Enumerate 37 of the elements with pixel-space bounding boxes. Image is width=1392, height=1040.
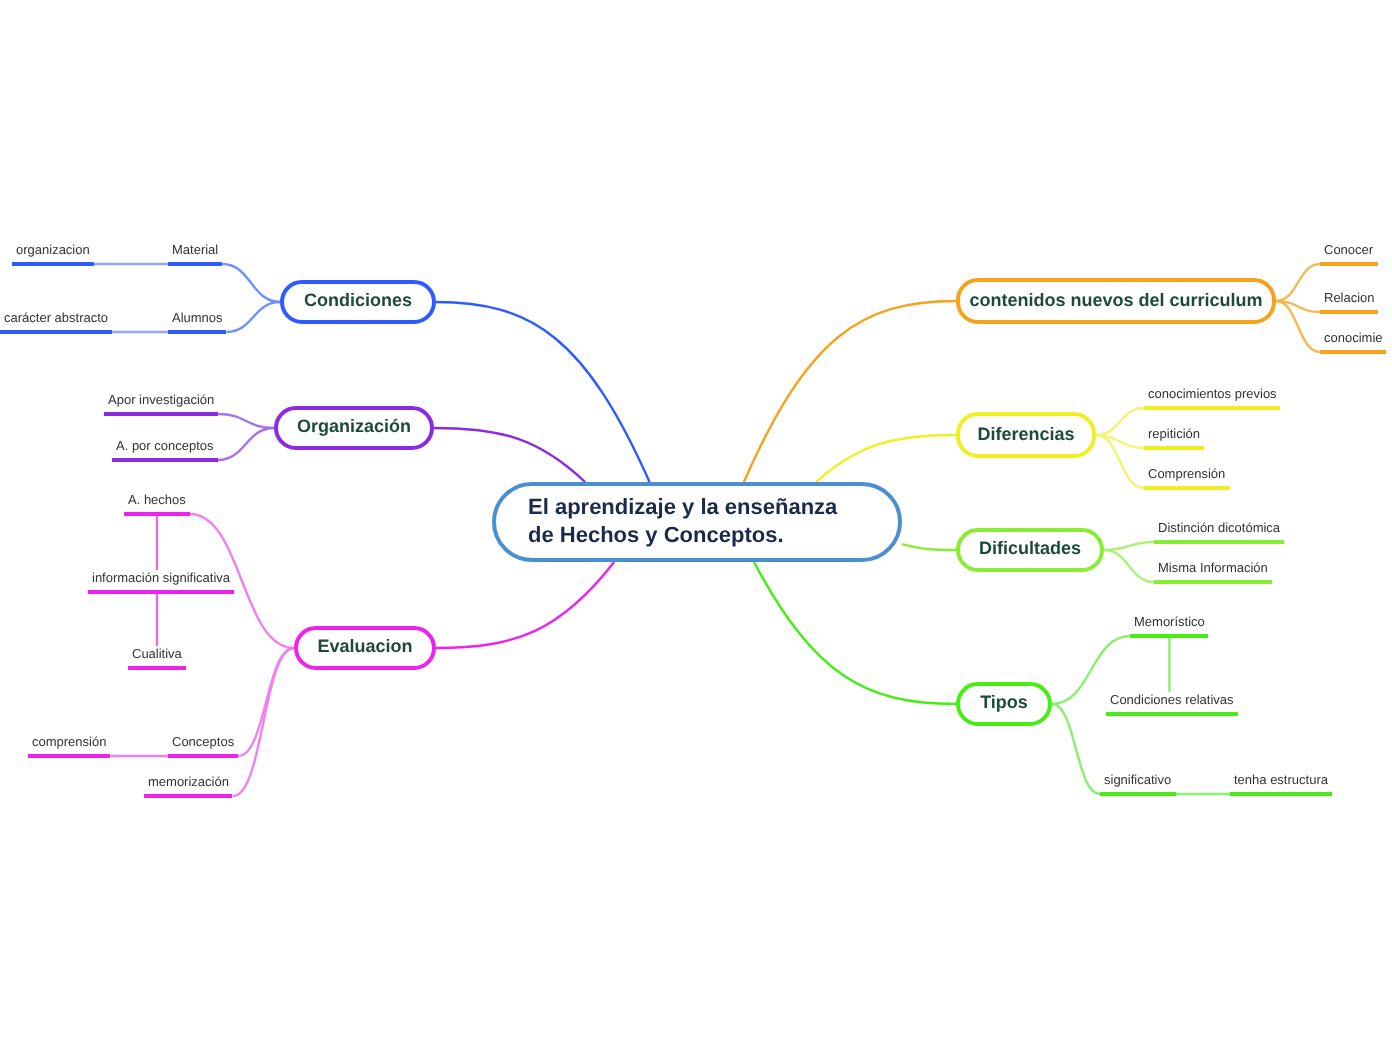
connector-line [226,300,281,334]
connector-line [1095,433,1145,490]
topic-box: Tipos [956,682,1052,726]
topic-box: contenidos nuevos del curriculum [956,278,1276,324]
connector-line [434,426,586,483]
connector-line [435,561,616,650]
connector-line [1275,262,1321,303]
connector-line [901,543,956,552]
connector-line [742,299,957,483]
connector-line [1168,638,1171,692]
connector-line [1095,433,1145,450]
connector-line [435,300,651,483]
connector-line [1095,406,1145,437]
connector-line [222,262,281,304]
connector-line [217,426,275,462]
topic-box: Evaluacion [294,626,436,670]
connector-line [232,646,295,798]
topic-box: Organización [274,406,434,450]
connector-line [189,512,295,650]
central-topic-box: El aprendizaje y la enseñanza de Hechos y Conceptos. [492,482,902,562]
topic-box: Condiciones [280,280,436,324]
topic-box: Dificultades [956,528,1104,572]
connector-line [815,433,956,483]
connector-line [1051,702,1101,796]
connector-line [1175,792,1230,796]
connector-line [112,330,168,334]
connector-line [1051,634,1131,706]
connector-line [155,516,159,570]
connector-line [155,594,159,646]
connector-line [1275,299,1321,354]
connector-line [218,412,275,430]
connector-line [752,561,957,706]
topic-box: Diferencias [956,412,1096,458]
connector-line [93,262,168,266]
connector-line [1275,299,1321,314]
connector-line [1103,548,1155,584]
connector-line [110,754,168,758]
